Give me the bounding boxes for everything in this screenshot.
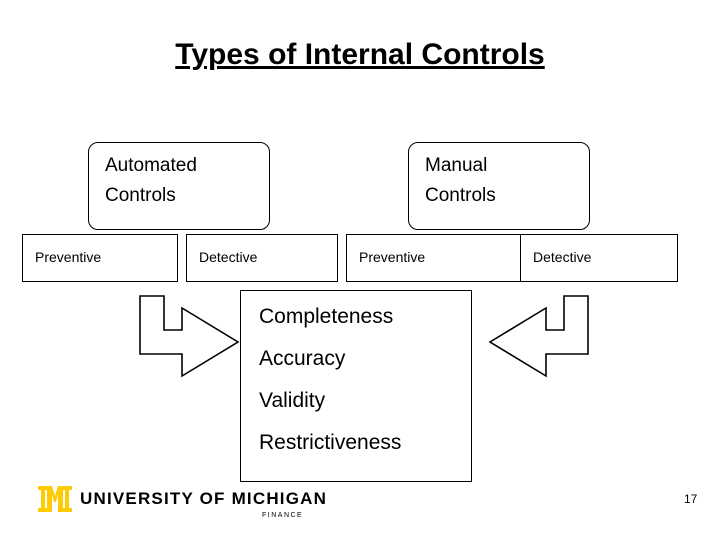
manual-controls-box: Manual Controls [408, 142, 590, 230]
automated-preventive-label: Preventive [35, 249, 102, 265]
automated-controls-box: Automated Controls [88, 142, 270, 230]
manual-detective-box: Detective [520, 234, 678, 282]
block-m-icon [38, 486, 72, 512]
manual-preventive-box: Preventive [346, 234, 522, 282]
automated-controls-line2: Controls [105, 185, 176, 206]
automated-detective-box: Detective [186, 234, 338, 282]
control-objective-item: Completeness [259, 305, 394, 328]
page-title-text: Types of Internal Controls [175, 38, 545, 71]
university-logo: UNIVERSITY OF MICHIGAN FINANCE [38, 486, 328, 526]
slide-number: 17 [684, 492, 698, 506]
university-logo-subtitle: FINANCE [262, 512, 304, 519]
control-objective-item: Restrictiveness [259, 431, 402, 454]
control-objective-item: Validity [259, 389, 326, 412]
manual-detective-label: Detective [533, 249, 592, 265]
manual-controls-line2: Controls [425, 185, 496, 206]
manual-preventive-label: Preventive [359, 249, 426, 265]
automated-detective-label: Detective [199, 249, 258, 265]
page-title: Types of Internal Controls [0, 38, 720, 72]
manual-controls-line1: Manual [425, 155, 488, 176]
control-objective-item: Accuracy [259, 347, 346, 370]
control-objectives-box: Completeness Accuracy Validity Restricti… [240, 290, 472, 482]
automated-preventive-box: Preventive [22, 234, 178, 282]
automated-controls-line1: Automated [105, 155, 197, 176]
university-logo-name: UNIVERSITY OF MICHIGAN [80, 489, 328, 508]
arrow-left-icon [138, 288, 258, 403]
arrow-right-icon [470, 288, 590, 403]
